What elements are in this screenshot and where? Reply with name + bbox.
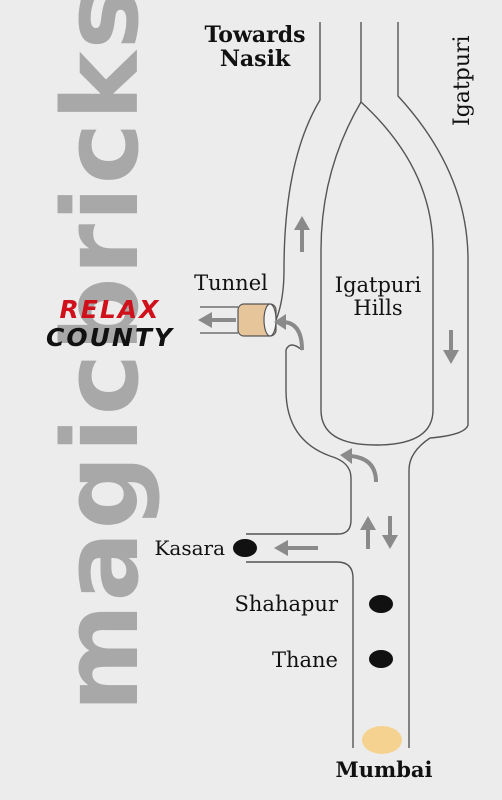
arrow-up-west-icon	[294, 216, 310, 252]
road-hill-inner-edge	[320, 101, 434, 446]
direction-arrows	[198, 216, 459, 556]
highway-roads	[246, 22, 469, 748]
towards-label-line1: Towards	[204, 22, 305, 48]
arrow-curve-junction-icon	[340, 448, 378, 483]
logo-line1: RELAX	[60, 295, 161, 324]
road-west-outer-upper	[275, 22, 321, 321]
thane-label: Thane	[272, 648, 338, 672]
shahapur-dot	[369, 595, 393, 613]
shahapur-label: Shahapur	[235, 592, 339, 616]
road-stem-right-edge	[408, 437, 431, 748]
towards-label-line2: Nasik	[220, 46, 291, 72]
arrow-left-tunnel-icon	[198, 312, 236, 328]
igatpuri-label: Igatpuri	[450, 35, 475, 126]
arrow-up-stem-icon	[360, 516, 376, 549]
logo-line2: COUNTY	[46, 323, 175, 352]
arrow-curve-tunnel-icon	[274, 314, 304, 351]
relax-county-logo: RELAX COUNTY	[46, 295, 175, 352]
road-kasara-upper-edge	[246, 455, 352, 535]
mumbai-label: Mumbai	[335, 757, 432, 782]
tunnel-label: Tunnel	[194, 271, 268, 295]
hills-label-line2: Hills	[353, 296, 402, 320]
road-west-outer-edge	[285, 344, 331, 457]
arrow-left-kasara-icon	[274, 540, 318, 556]
hills-label-line1: Igatpuri	[335, 273, 422, 297]
arrow-down-east-icon	[443, 330, 459, 364]
kasara-label: Kasara	[154, 536, 225, 560]
road-east-outer-edge	[397, 22, 469, 439]
watermark-text: magicbricks	[40, 0, 162, 712]
kasara-dot	[233, 539, 257, 557]
arrow-down-stem-icon	[382, 516, 398, 549]
road-stem-left-edge	[246, 561, 354, 748]
thane-dot	[369, 650, 393, 668]
mumbai-dot	[362, 726, 402, 754]
tunnel-symbol	[237, 303, 277, 337]
